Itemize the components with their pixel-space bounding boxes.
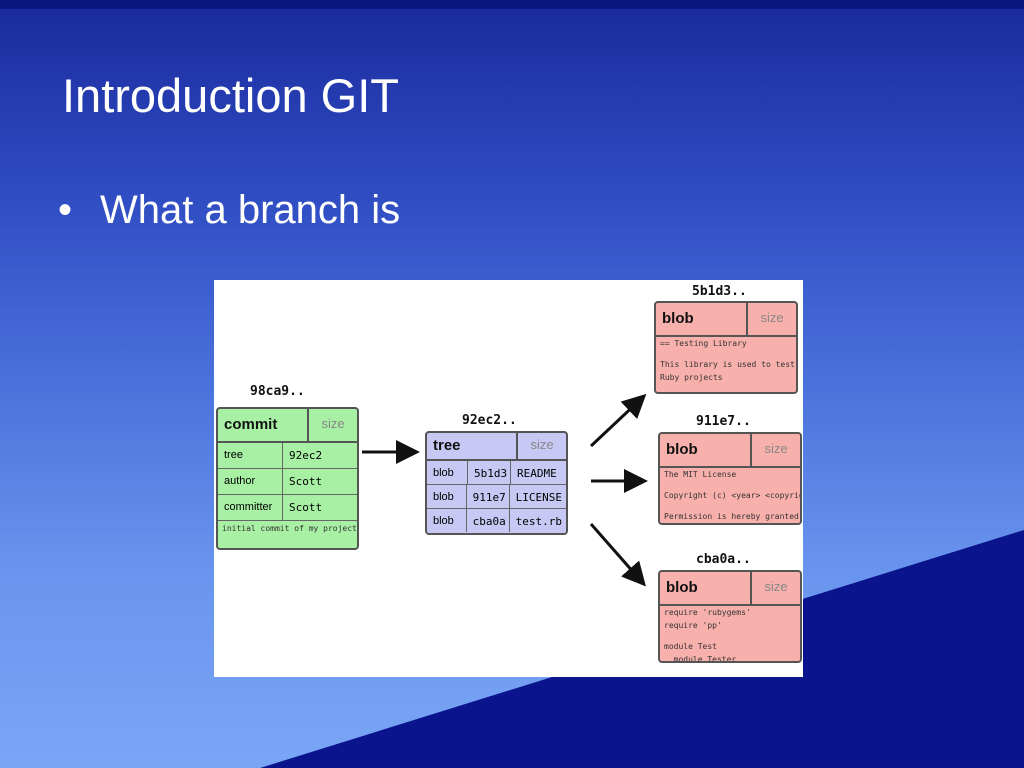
tree-row: blob 5b1d3 README bbox=[427, 461, 566, 485]
blob-hash: 5b1d3.. bbox=[692, 284, 747, 299]
blob-content-line: Copyright (c) <year> <copyright bbox=[664, 491, 802, 500]
blob-box: blob size == Testing Library This librar… bbox=[654, 301, 798, 394]
blob-hash: cba0a.. bbox=[696, 552, 751, 567]
commit-box: commit size tree 92ec2 author Scott comm… bbox=[216, 407, 359, 550]
blob-size: size bbox=[750, 572, 800, 604]
commit-row: author Scott bbox=[218, 469, 357, 495]
tree-size: size bbox=[516, 433, 566, 459]
arrow-tree-to-blob-3 bbox=[589, 523, 646, 587]
blob-content-line: == Testing Library bbox=[660, 339, 747, 348]
blob-box: blob size require 'rubygems' require 'pp… bbox=[658, 570, 802, 663]
tree-label: tree bbox=[433, 437, 461, 454]
blob-content-line: module Tester bbox=[664, 655, 737, 663]
tree-entry-type: blob bbox=[427, 509, 467, 532]
commit-value: Scott bbox=[289, 475, 323, 488]
bullet-text: What a branch is bbox=[100, 188, 401, 232]
commit-field: committer bbox=[218, 495, 283, 520]
tree-hash: 92ec2.. bbox=[462, 413, 517, 428]
tree-entry-name: LICENSE bbox=[515, 491, 562, 504]
commit-header: commit size bbox=[218, 409, 357, 443]
blob-header: blob size bbox=[656, 303, 796, 337]
blob-header: blob size bbox=[660, 572, 800, 606]
tree-entry-sha: 5b1d3 bbox=[468, 461, 511, 484]
blob-content-line: module Test bbox=[664, 642, 717, 651]
commit-label: commit bbox=[224, 416, 278, 433]
git-object-diagram: 98ca9.. commit size tree 92ec2 author Sc… bbox=[214, 280, 803, 677]
commit-value: Scott bbox=[289, 501, 323, 514]
commit-hash: 98ca9.. bbox=[250, 384, 305, 399]
bullet-item: • What a branch is bbox=[58, 188, 400, 233]
blob-label: blob bbox=[666, 579, 698, 596]
blob-content-line: The MIT License bbox=[664, 470, 737, 479]
tree-row: blob 911e7 LICENSE bbox=[427, 485, 566, 509]
commit-row: committer Scott bbox=[218, 495, 357, 521]
blob-content-line: require 'rubygems' bbox=[664, 608, 751, 617]
blob-content-line: Permission is hereby granted, bbox=[664, 512, 802, 521]
blob-label: blob bbox=[666, 441, 698, 458]
blob-content-line: Ruby projects bbox=[660, 373, 723, 382]
blob-size: size bbox=[746, 303, 796, 335]
commit-value: 92ec2 bbox=[289, 449, 323, 462]
arrow-tree-to-blob-1 bbox=[589, 393, 647, 448]
slide-title: Introduction GIT bbox=[62, 69, 399, 122]
tree-entry-type: blob bbox=[427, 461, 468, 484]
tree-entry-name: README bbox=[517, 467, 557, 480]
blob-content-line: This library is used to test bbox=[660, 360, 795, 369]
blob-size: size bbox=[750, 434, 800, 466]
tree-entry-name: test.rb bbox=[515, 515, 562, 528]
blob-label: blob bbox=[662, 310, 694, 327]
commit-field: author bbox=[218, 469, 283, 494]
tree-entry-sha: 911e7 bbox=[467, 485, 510, 508]
commit-field: tree bbox=[218, 443, 283, 468]
bullet-symbol: • bbox=[58, 188, 73, 232]
tree-entry-type: blob bbox=[427, 485, 467, 508]
tree-box: tree size blob 5b1d3 README blob 911e7 L… bbox=[425, 431, 568, 535]
blob-header: blob size bbox=[660, 434, 800, 468]
blob-hash: 911e7.. bbox=[696, 414, 751, 429]
arrows bbox=[362, 393, 648, 587]
top-strip bbox=[0, 0, 1024, 9]
blob-box: blob size The MIT License Copyright (c) … bbox=[658, 432, 802, 525]
tree-row: blob cba0a test.rb bbox=[427, 509, 566, 532]
blob-content-line: require 'pp' bbox=[664, 621, 722, 630]
commit-size: size bbox=[307, 409, 357, 441]
tree-entry-sha: cba0a bbox=[467, 509, 510, 532]
tree-header: tree size bbox=[427, 433, 566, 461]
commit-message: initial commit of my project bbox=[222, 524, 357, 533]
commit-row: tree 92ec2 bbox=[218, 443, 357, 469]
